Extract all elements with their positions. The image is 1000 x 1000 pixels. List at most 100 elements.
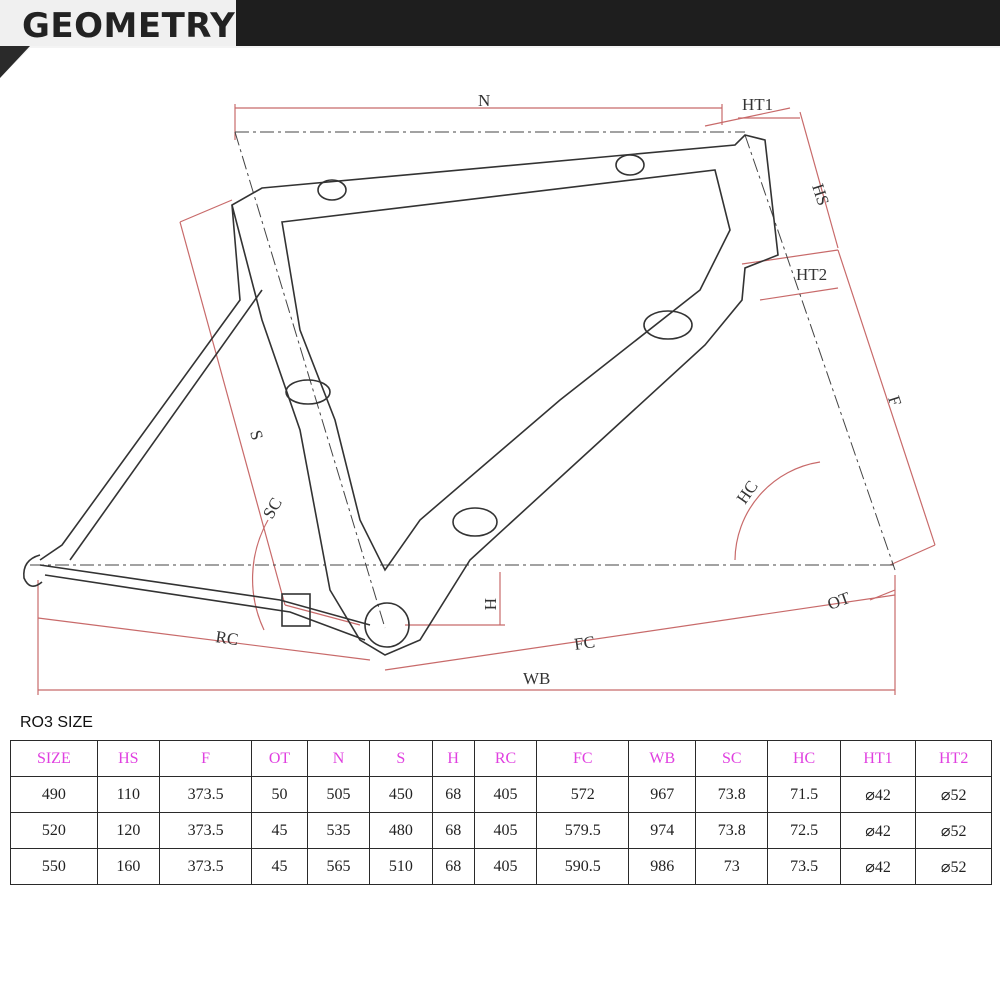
table-cell: ⌀42 <box>839 848 917 885</box>
chain-stay-inner <box>44 574 366 641</box>
header-s: S <box>369 740 433 777</box>
page-title: GEOMETRY <box>22 6 236 46</box>
table-cell: 405 <box>473 848 538 885</box>
table-cell: 373.5 <box>158 812 253 849</box>
header-ot: OT <box>251 740 308 777</box>
table-cell: 73.8 <box>695 776 769 813</box>
table-cell: 974 <box>628 812 697 849</box>
dim-arc-sc <box>251 519 269 631</box>
dim-line-ht2-b <box>759 287 839 301</box>
steering-axis-line <box>744 134 896 571</box>
chainstay-bridge <box>281 593 311 627</box>
table-cell: 373.5 <box>158 776 253 813</box>
label-sc: SC <box>259 494 286 522</box>
table-cell: 579.5 <box>536 812 630 849</box>
header-f: F <box>158 740 253 777</box>
table-cell: 73.8 <box>695 812 769 849</box>
dim-line-s <box>179 221 286 606</box>
table-cell: ⌀52 <box>915 812 992 849</box>
table-header-row: SIZE HS F OT N S H RC FC WB SC HC HT1 HT… <box>10 740 992 777</box>
table-cell: 405 <box>473 812 538 849</box>
header-banner: GEOMETRY <box>0 0 1000 78</box>
header-hs: HS <box>96 740 161 777</box>
table-cell: 50 <box>251 776 308 813</box>
dimension-lines <box>37 104 936 695</box>
label-hc: HC <box>733 477 762 507</box>
table-cell: 73 <box>695 848 769 885</box>
table-cell: 590.5 <box>536 848 630 885</box>
table-cell: ⌀42 <box>839 812 917 849</box>
header-ht2: HT2 <box>915 740 992 777</box>
rear-dropout <box>23 554 43 587</box>
table-cell: 68 <box>431 848 475 885</box>
dimension-labels: N HT1 HS HT2 F S SC HC OT H RC FC WB <box>214 91 905 688</box>
seat-tube-section <box>285 379 331 405</box>
frame-geometry-diagram: N HT1 HS HT2 F S SC HC OT H RC FC WB <box>23 91 936 695</box>
table-cell: 373.5 <box>158 848 253 885</box>
header-rc: RC <box>473 740 538 777</box>
table-cell: 520 <box>10 812 98 849</box>
down-tube-section-upper <box>643 310 693 340</box>
label-ht1: HT1 <box>742 95 773 114</box>
header-ht1: HT1 <box>839 740 917 777</box>
table-cell: 160 <box>96 848 161 885</box>
header-sc: SC <box>695 740 769 777</box>
dim-arc-hc <box>734 461 821 561</box>
table-row: 520 120 373.5 45 535 480 68 405 579.5 97… <box>10 812 992 849</box>
header-wb: WB <box>628 740 697 777</box>
table-cell: 480 <box>369 812 433 849</box>
table-cell: ⌀42 <box>839 776 917 813</box>
header-size: SIZE <box>10 740 98 777</box>
dim-tick-f <box>889 544 936 566</box>
label-rc: RC <box>214 627 239 649</box>
dim-tick-s-bottom <box>284 604 361 626</box>
top-tube-section-rear <box>317 179 347 201</box>
table-cell: 45 <box>251 848 308 885</box>
bottom-bracket <box>364 602 410 648</box>
table-cell: 110 <box>96 776 161 813</box>
label-fc: FC <box>573 632 596 654</box>
table-row: 550 160 373.5 45 565 510 68 405 590.5 98… <box>10 848 992 885</box>
down-tube-section-lower <box>452 507 498 537</box>
table-cell: 535 <box>306 812 371 849</box>
size-table-caption: RO3 SIZE <box>20 714 93 731</box>
dim-line-rc <box>37 617 371 661</box>
geometry-table: SIZE HS F OT N S H RC FC WB SC HC HT1 HT… <box>10 740 992 885</box>
top-tube-section <box>615 154 645 176</box>
seat-stay-outer <box>39 204 241 561</box>
table-cell: 986 <box>628 848 697 885</box>
table-cell: 73.5 <box>767 848 841 885</box>
table-cell: 72.5 <box>767 812 841 849</box>
dim-line-fc <box>384 594 896 671</box>
table-row: 490 110 373.5 50 505 450 68 405 572 967 … <box>10 776 992 813</box>
table-cell: 550 <box>10 848 98 885</box>
dim-line-hs <box>799 111 839 249</box>
header-h: H <box>431 740 475 777</box>
main-triangle-outer <box>231 134 779 656</box>
frame-outline <box>23 134 779 656</box>
table-cell: 967 <box>628 776 697 813</box>
table-cell: 450 <box>369 776 433 813</box>
banner-shape <box>0 0 1000 78</box>
table-cell: ⌀52 <box>915 776 992 813</box>
table-cell: 68 <box>431 812 475 849</box>
label-h: H <box>481 598 500 610</box>
label-ht2: HT2 <box>796 265 827 284</box>
seat-stay-inner <box>69 289 263 561</box>
label-hs: HS <box>808 181 833 208</box>
dim-tick-s-top <box>179 199 233 223</box>
dim-line-ht1 <box>704 107 791 127</box>
label-wb: WB <box>523 669 550 688</box>
table-cell: 68 <box>431 776 475 813</box>
table-cell: 565 <box>306 848 371 885</box>
main-triangle-inner <box>281 169 731 572</box>
chain-stay-outer <box>39 564 371 626</box>
dim-line-f <box>837 249 936 546</box>
label-s: S <box>246 428 267 442</box>
table-cell: ⌀52 <box>915 848 992 885</box>
dim-line-ht2 <box>741 249 839 265</box>
header-n: N <box>306 740 371 777</box>
header-hc: HC <box>767 740 841 777</box>
table-cell: 510 <box>369 848 433 885</box>
table-cell: 405 <box>473 776 538 813</box>
